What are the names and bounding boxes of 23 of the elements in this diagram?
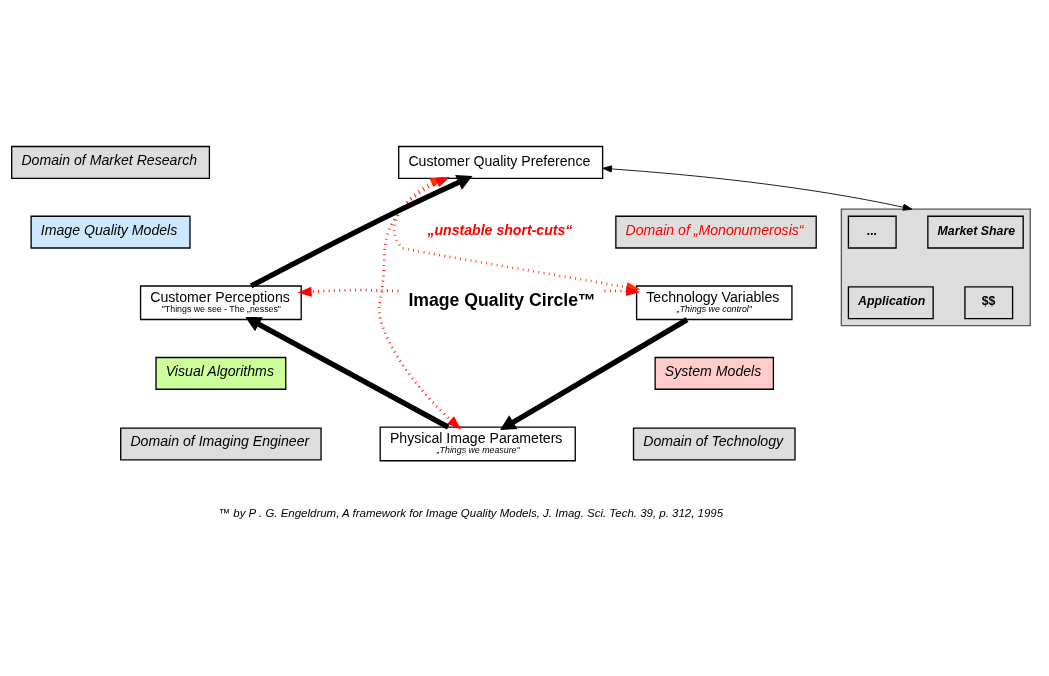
node-box: Technology Variables „Things we control" xyxy=(635,284,793,320)
node-box: Image Quality Models xyxy=(30,215,191,249)
node-box: Domain of Imaging Engineer xyxy=(120,426,322,461)
node-box: Application xyxy=(847,285,934,319)
node-box: System Models xyxy=(654,356,775,390)
node-box: Domain of Market Research xyxy=(11,145,211,179)
label: ™ by P . G. Engeldrum, A framework for Image Quality Models, J. Imag. Sci. Tech. 39, p. 312, 1995 xyxy=(218,506,724,519)
node-box: Customer Perceptions "Things we see - The „nesses" xyxy=(139,284,302,320)
node-box: Customer Quality Preference xyxy=(398,145,604,179)
arrow xyxy=(245,316,450,429)
node-box: Domain of Technology xyxy=(632,426,796,461)
node-box: Physical Image Parameters „Things we measure" xyxy=(379,426,576,461)
node-box: Market Share xyxy=(927,215,1024,249)
label: „unstable short-cuts“ xyxy=(427,221,573,238)
node-box: Domain of „Mononumerosis“ xyxy=(615,215,817,249)
arrow xyxy=(602,164,913,211)
node-box: ... xyxy=(847,215,897,249)
cluster xyxy=(840,208,1031,326)
arrow xyxy=(500,316,689,430)
node-text: Image Quality Circle™ xyxy=(408,289,596,310)
node-box: $$ xyxy=(964,285,1014,319)
arrow xyxy=(297,286,399,297)
node-box: Visual Algorithms xyxy=(155,356,287,390)
